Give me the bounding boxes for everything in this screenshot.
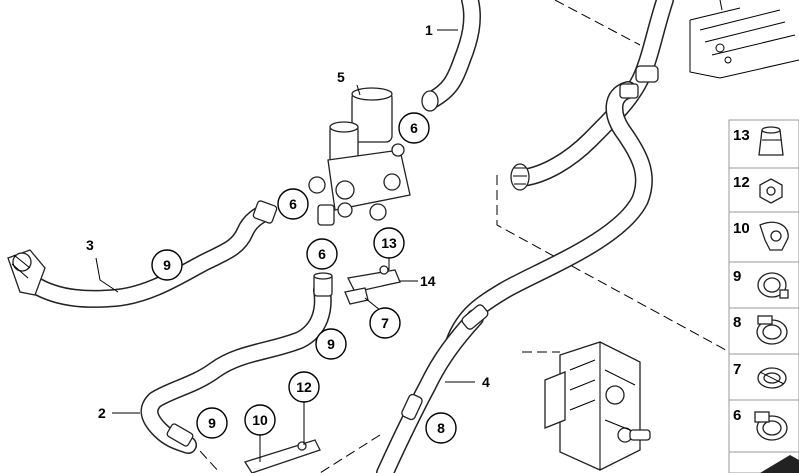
legend-label: 12 — [733, 174, 750, 191]
dashed-leader — [319, 434, 381, 473]
hose-4 — [376, 304, 489, 473]
legend-item-9: 9 — [728, 261, 799, 309]
callout-circle — [244, 404, 276, 436]
clip-holder-icon — [759, 221, 789, 251]
callout-6: 6 — [318, 246, 326, 262]
hose-clamp-icon — [757, 367, 787, 389]
legend-item-10: 10 — [728, 211, 799, 263]
worm-clamp-icon — [754, 411, 788, 441]
callout-circle — [373, 227, 405, 259]
callout-circle — [277, 188, 309, 220]
hose-upper-right — [446, 0, 674, 349]
bracket-14 — [344, 265, 401, 305]
callout-2: 2 — [98, 405, 106, 421]
callout-7: 7 — [381, 315, 389, 331]
callout-circle — [196, 407, 228, 439]
legend-label: 7 — [733, 361, 741, 378]
callout-3: 3 — [86, 237, 94, 253]
callout-13: 13 — [381, 235, 397, 251]
callout-9: 9 — [327, 336, 335, 352]
callout-circle — [398, 112, 430, 144]
hose-3 — [7, 200, 278, 308]
hose-1 — [421, 0, 481, 112]
leader-line — [364, 297, 381, 311]
callout-circle — [369, 307, 401, 339]
hose-clamp-icon — [757, 272, 789, 299]
callout-5: 5 — [337, 69, 345, 85]
legend-footer — [728, 451, 799, 473]
callout-6: 6 — [410, 120, 418, 136]
hose-clamp-icon — [756, 315, 788, 345]
callout-circle — [425, 412, 457, 444]
dashed-leader — [554, 0, 641, 46]
nut-cap-icon — [758, 126, 784, 156]
legend-item-12: 12 — [728, 167, 799, 213]
dashed-leader — [496, 175, 736, 356]
legend-label: 6 — [733, 407, 741, 424]
valve-block — [308, 87, 411, 226]
engine-bracket — [689, 0, 799, 79]
legend-item-6: 6 — [728, 399, 799, 453]
bracket-10-12 — [243, 439, 321, 473]
callout-circle — [306, 238, 338, 270]
callout-10: 10 — [252, 412, 268, 428]
legend-item-13: 13 — [728, 119, 799, 169]
auxiliary-heater — [544, 341, 651, 471]
wedge-icon — [760, 455, 799, 473]
callout-12: 12 — [296, 379, 312, 395]
callout-circle — [151, 249, 183, 281]
legend-label: 10 — [733, 220, 750, 237]
leader-line — [356, 84, 361, 96]
callout-9: 9 — [208, 415, 216, 431]
callout-4: 4 — [482, 374, 490, 390]
legend-label: 9 — [733, 268, 741, 285]
legend-item-8: 8 — [728, 307, 799, 355]
hex-nut-icon — [759, 178, 783, 204]
callout-14: 14 — [420, 273, 436, 289]
legend-label: 8 — [733, 314, 741, 331]
leader-line — [95, 257, 119, 293]
legend-label: 13 — [733, 127, 750, 144]
callout-1: 1 — [425, 22, 433, 38]
legend-item-7: 7 — [728, 353, 799, 401]
callout-6: 6 — [289, 196, 297, 212]
callout-circle — [288, 371, 320, 403]
callout-9: 9 — [163, 257, 171, 273]
callout-circle — [315, 328, 347, 360]
hose-2 — [140, 272, 333, 454]
callout-8: 8 — [437, 420, 445, 436]
parts-legend: 13 12 10 9 — [728, 119, 799, 473]
